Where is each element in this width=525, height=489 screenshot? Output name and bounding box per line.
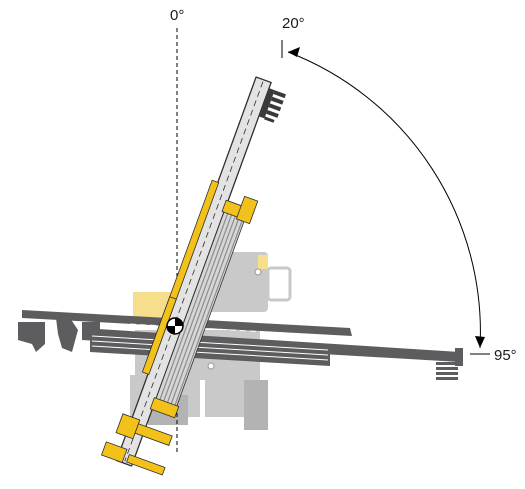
- mast-rod-5: [171, 209, 247, 413]
- mast-foot-lower: [126, 453, 166, 476]
- boom-right-spring: [436, 362, 458, 380]
- label-twenty-degrees: 20°: [282, 15, 305, 32]
- mast-rod-1: [156, 203, 232, 408]
- boom-centreline: [129, 323, 301, 335]
- mast-top-spring: [258, 88, 286, 123]
- angle-arc-arrow-end: [475, 336, 485, 348]
- boom-left-bracket: [18, 322, 45, 352]
- carrier-lower-right: [205, 375, 247, 417]
- carrier-bolt: [254, 268, 262, 276]
- label-ninetyfive-degrees: 95°: [494, 347, 517, 364]
- angle-arc: [287, 51, 481, 349]
- carrier-bolt-lower: [207, 362, 215, 370]
- mast-centreline: [124, 81, 264, 462]
- carrier-track-right: [244, 380, 268, 430]
- boom-right-flange: [455, 348, 463, 366]
- label-zero-degrees: 0°: [170, 7, 184, 24]
- mast-carriage-top-cap: [235, 195, 259, 225]
- angle-arc-arrow-start: [288, 47, 300, 57]
- carrier-yellow-tab: [258, 255, 268, 269]
- boom-left-clamp: [56, 318, 78, 352]
- mast-rod-4: [167, 208, 243, 412]
- carrier-cab-window: [266, 266, 292, 302]
- mast-foot-lower-block: [100, 441, 128, 464]
- boom-slide-line-1: [91, 335, 329, 351]
- mast-tilted: [100, 76, 286, 476]
- boom-slide-line-3: [91, 345, 329, 361]
- boom-slide-line-2: [91, 340, 329, 356]
- mast-foot-upper-block: [115, 413, 141, 440]
- mast-carriage-bottom: [149, 397, 180, 419]
- mast-rod-2: [160, 205, 236, 409]
- mast-yellow-rail-lower: [141, 296, 177, 375]
- pivot-marker: [166, 317, 184, 335]
- mast-rod-3: [164, 206, 240, 411]
